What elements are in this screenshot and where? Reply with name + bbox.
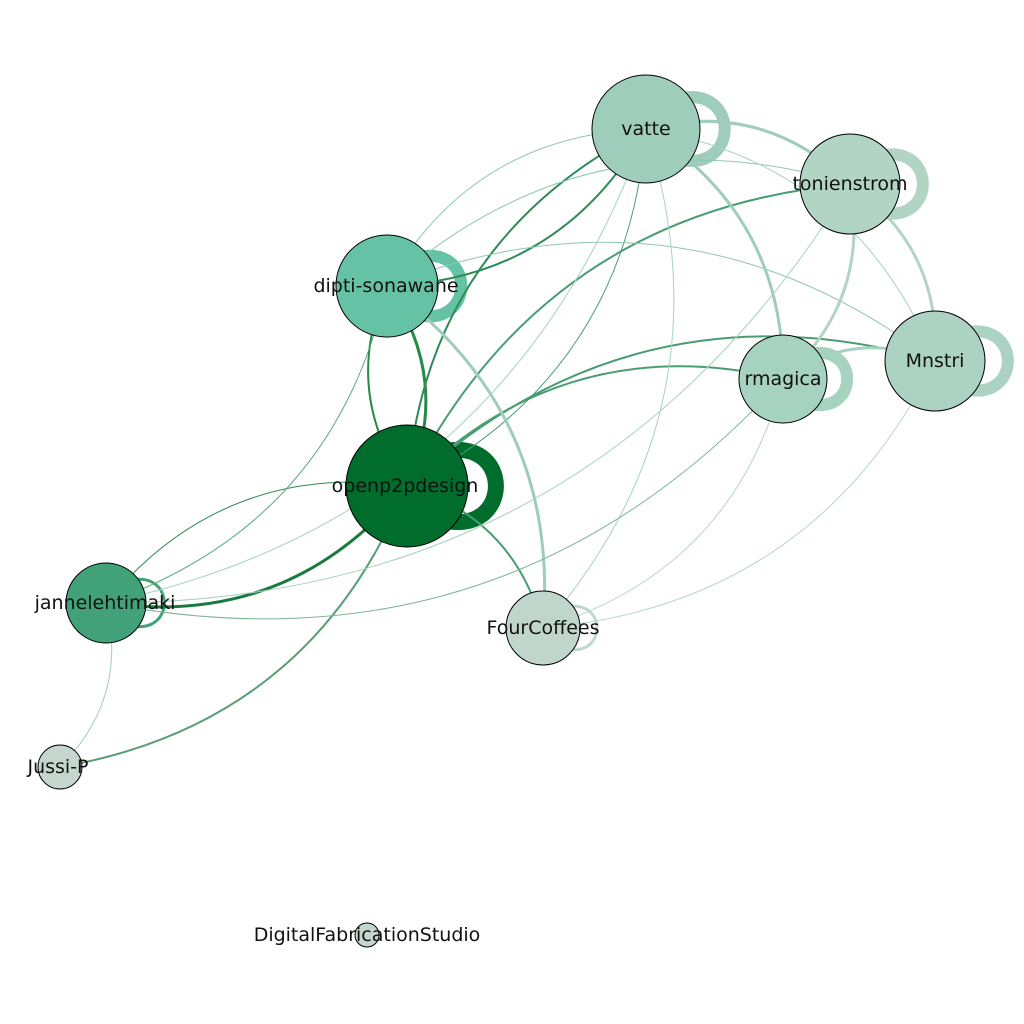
node-layer: openp2pdesign vatte tonienstrom dipti-so…: [26, 74, 986, 948]
edge-openp2pdesign-to-openp2pdesign: [438, 442, 504, 530]
node-circle-vatte: [591, 74, 701, 184]
node-circle-dipti-sonawane: [335, 234, 439, 338]
edge-vatte-to-openp2pdesign: [406, 128, 647, 487]
edge-Mnstri-to-Mnstri: [960, 325, 1014, 397]
edge-tonienstrom-to-tonienstrom: [875, 148, 929, 220]
node-circle-jannelehtimaki: [65, 562, 147, 644]
node-label-rmagica: rmagica: [744, 368, 821, 390]
node-DigitalFabricationStudio[interactable]: DigitalFabricationStudio: [254, 922, 481, 948]
node-rmagica[interactable]: rmagica: [738, 334, 828, 424]
edge-openp2pdesign-to-vatte: [406, 128, 647, 487]
node-Mnstri[interactable]: Mnstri: [884, 310, 986, 412]
node-circle-FourCoffees: [505, 590, 581, 666]
edge-FourCoffees-to-FourCoffees: [562, 604, 599, 652]
node-label-dipti-sonawane: dipti-sonawane: [313, 275, 458, 297]
node-dipti-sonawane[interactable]: dipti-sonawane: [313, 234, 459, 338]
edge-vatte-to-FourCoffees: [542, 128, 675, 629]
edge-dipti-sonawane-to-FourCoffees: [386, 284, 547, 629]
node-label-Jussi-P: Jussi-P: [26, 756, 88, 778]
node-circle-rmagica: [738, 334, 828, 424]
node-label-FourCoffees: FourCoffees: [487, 617, 600, 639]
node-FourCoffees[interactable]: FourCoffees: [487, 590, 600, 666]
edge-rmagica-to-FourCoffees: [542, 378, 784, 629]
node-jannelehtimaki[interactable]: jannelehtimaki: [34, 562, 176, 644]
node-circle-DigitalFabricationStudio: [354, 922, 380, 948]
edge-jannelehtimaki-to-jannelehtimaki: [127, 577, 166, 629]
edge-Mnstri-to-FourCoffees: [542, 360, 936, 629]
edge-layer: [59, 91, 1014, 768]
edge-openp2pdesign-to-Jussi-P: [59, 485, 408, 768]
node-circle-openp2pdesign: [345, 424, 469, 548]
node-circle-tonienstrom: [799, 133, 901, 235]
edge-openp2pdesign-to-Mnstri: [406, 335, 936, 487]
node-vatte[interactable]: vatte: [591, 74, 701, 184]
node-circle-Jussi-P: [37, 744, 83, 790]
node-label-jannelehtimaki: jannelehtimaki: [34, 592, 176, 614]
node-circle-Mnstri: [884, 310, 986, 412]
edge-dipti-sonawane-to-jannelehtimaki: [105, 285, 388, 604]
edge-rmagica-to-rmagica: [805, 347, 854, 411]
node-Jussi-P[interactable]: Jussi-P: [26, 744, 89, 790]
edge-tonienstrom-to-jannelehtimaki: [105, 183, 851, 604]
edge-openp2pdesign-to-tonienstrom: [406, 183, 851, 487]
node-label-vatte: vatte: [621, 118, 670, 140]
node-label-tonienstrom: tonienstrom: [792, 173, 907, 195]
node-label-Mnstri: Mnstri: [906, 350, 965, 372]
node-label-DigitalFabricationStudio: DigitalFabricationStudio: [254, 924, 481, 946]
node-label-openp2pdesign: openp2pdesign: [332, 475, 479, 497]
edge-dipti-sonawane-to-dipti-sonawane: [413, 249, 468, 323]
node-tonienstrom[interactable]: tonienstrom: [792, 133, 908, 235]
edge-rmagica-to-jannelehtimaki: [105, 378, 784, 620]
node-openp2pdesign[interactable]: openp2pdesign: [332, 424, 479, 548]
edge-dipti-sonawane-to-tonienstrom: [386, 159, 851, 287]
